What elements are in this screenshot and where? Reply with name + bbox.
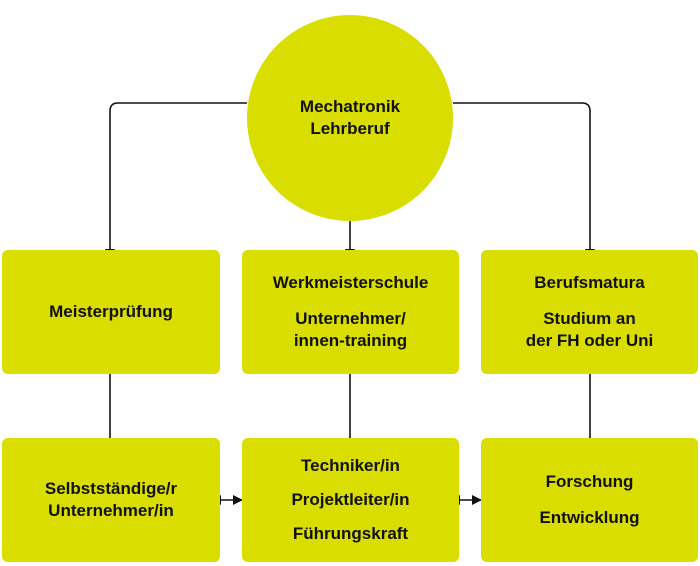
node-label: Meisterprüfung xyxy=(49,302,173,321)
node-techniker: Techniker/in Projektleiter/in Führungskr… xyxy=(242,438,459,562)
node-line: Projektleiter/in xyxy=(291,490,410,509)
node-line: Entwicklung xyxy=(539,508,640,527)
node-forschung: Forschung Entwicklung xyxy=(481,438,698,562)
node-line: Unternehmer/ xyxy=(295,309,406,328)
root-node: Mechatronik Lehrberuf xyxy=(247,15,453,221)
node-berufsmatura: Berufsmatura Studium an der FH oder Uni xyxy=(481,250,698,374)
node-line: innen-training xyxy=(293,331,408,350)
node-line: Techniker/in xyxy=(301,456,400,475)
node-title: Werkmeisterschule xyxy=(272,273,429,292)
node-werkmeisterschule: Werkmeisterschule Unternehmer/ innen-tra… xyxy=(242,250,459,374)
node-meisterpruefung: Meisterprüfung xyxy=(2,250,220,374)
connector-root-right xyxy=(453,102,595,259)
node-line: Selbstständige/r xyxy=(44,479,178,498)
node-selbststaendige: Selbstständige/r Unternehmer/in xyxy=(2,438,220,562)
node-line: Führungskraft xyxy=(292,524,409,543)
node-line: Studium an xyxy=(543,309,636,328)
node-line: Unternehmer/in xyxy=(48,501,174,520)
root-line-2: Lehrberuf xyxy=(310,119,390,138)
connector-root-left xyxy=(105,102,247,259)
node-line: Forschung xyxy=(545,472,634,491)
node-line: der FH oder Uni xyxy=(525,331,654,350)
root-line-1: Mechatronik xyxy=(299,97,401,116)
node-title: Berufsmatura xyxy=(534,273,645,292)
